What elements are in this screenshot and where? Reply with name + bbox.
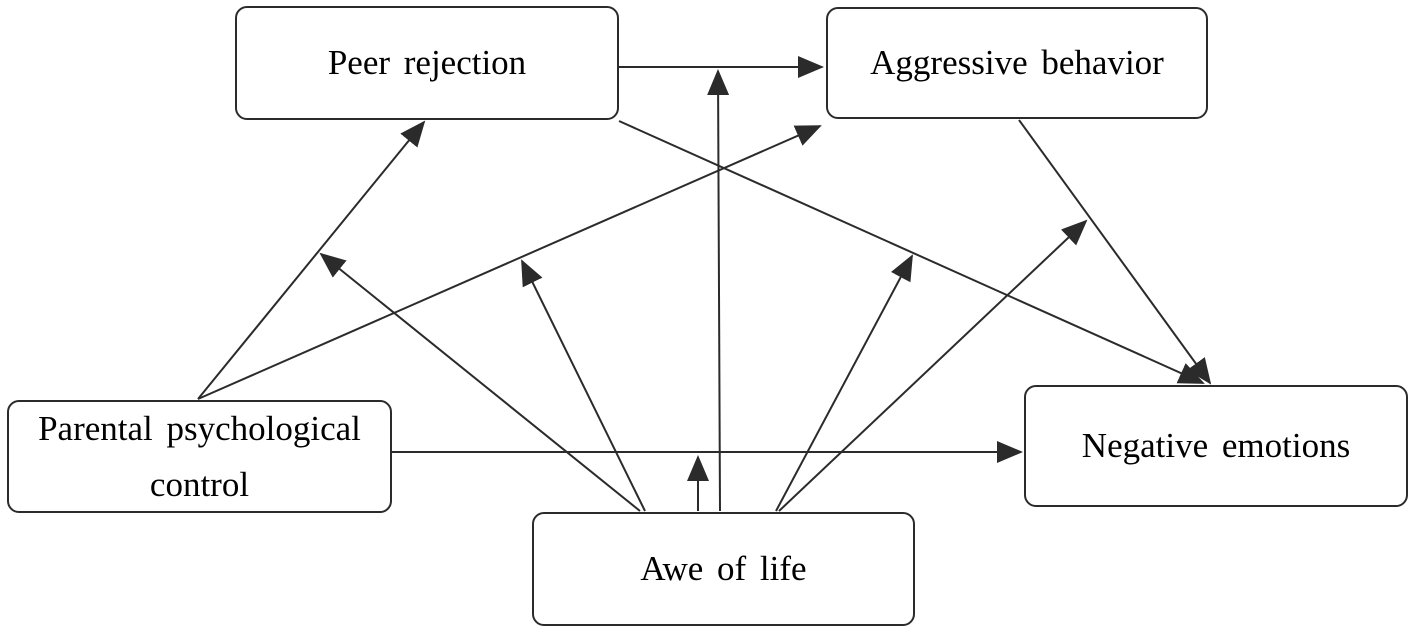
node-parental-psychological-control: Parental psychological control xyxy=(7,400,392,513)
direct-arrow-aggressive-behavior-to-negative-emotions xyxy=(1018,119,1212,385)
moderation-arrow-awe-of-life-to-path-peer-rejection-to-negative-emotions xyxy=(775,254,913,512)
node-aggressive-behavior: Aggressive behavior xyxy=(826,7,1208,119)
moderation-arrow-awe-of-life-to-path-parental-to-peer-rejection xyxy=(319,252,641,512)
node-awe-of-life: Awe of life xyxy=(532,512,915,626)
node-negative-emotions: Negative emotions xyxy=(1024,385,1408,507)
direct-arrow-parental-psychological-control-to-aggressive-behavior xyxy=(197,125,822,400)
node-peer-rejection: Peer rejection xyxy=(235,6,619,120)
moderation-arrow-awe-of-life-to-path-parental-to-aggressive-behavior xyxy=(521,259,646,512)
direct-arrow-parental-psychological-control-to-peer-rejection xyxy=(197,120,426,400)
node-label-negative-emotions: Negative emotions xyxy=(1081,426,1351,465)
node-label-parental-psychological-control: Parental psychological control xyxy=(38,408,361,504)
node-label-aggressive-behavior: Aggressive behavior xyxy=(870,43,1164,82)
moderation-arrow-awe-of-life-to-path-peer-rejection-to-aggressive-behavior xyxy=(707,69,730,512)
direct-arrow-peer-rejection-to-negative-emotions xyxy=(618,120,1205,384)
node-label-peer-rejection: Peer rejection xyxy=(327,43,527,82)
moderation-arrow-awe-of-life-to-path-aggressive-behavior-to-negative-emotions xyxy=(778,219,1088,512)
node-label-awe-of-life: Awe of life xyxy=(640,549,807,588)
